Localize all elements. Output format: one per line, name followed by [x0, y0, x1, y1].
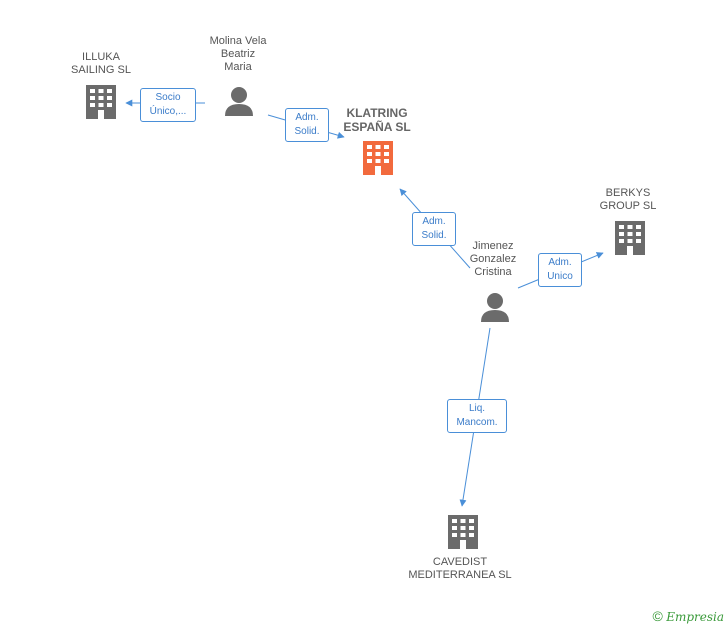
edge-label-jimenez-cavedist: Liq. Mancom. [447, 399, 507, 433]
node-label-cavedist[interactable]: CAVEDIST MEDITERRANEA SL [408, 556, 512, 581]
person-icon[interactable] [481, 293, 509, 322]
edge-label-jimenez-berkys: Adm. Unico [538, 253, 582, 287]
edge-label-molina-illuka: Socio Único,... [140, 88, 196, 122]
person-icon[interactable] [225, 87, 253, 116]
building-icon[interactable] [86, 85, 116, 119]
node-label-illuka[interactable]: ILLUKA SAILING SL [71, 51, 131, 76]
building-icon[interactable] [448, 515, 478, 549]
copyright-symbol: © [652, 608, 663, 624]
footer-brand: © Empresia [653, 608, 724, 624]
edge-label-jimenez-klatring: Adm. Solid. [412, 212, 456, 246]
node-label-berkys[interactable]: BERKYS GROUP SL [599, 187, 657, 212]
node-label-klatring[interactable]: KLATRING ESPAÑA SL [343, 106, 411, 134]
node-label-molina[interactable]: Molina Vela Beatriz Maria [209, 35, 267, 73]
edge-label-molina-klatring: Adm. Solid. [285, 108, 329, 142]
building-icon[interactable] [615, 221, 645, 255]
building-icon[interactable] [363, 141, 393, 175]
node-label-jimenez[interactable]: Jimenez Gonzalez Cristina [469, 240, 517, 278]
empresia-logo: Empresia [666, 610, 724, 624]
